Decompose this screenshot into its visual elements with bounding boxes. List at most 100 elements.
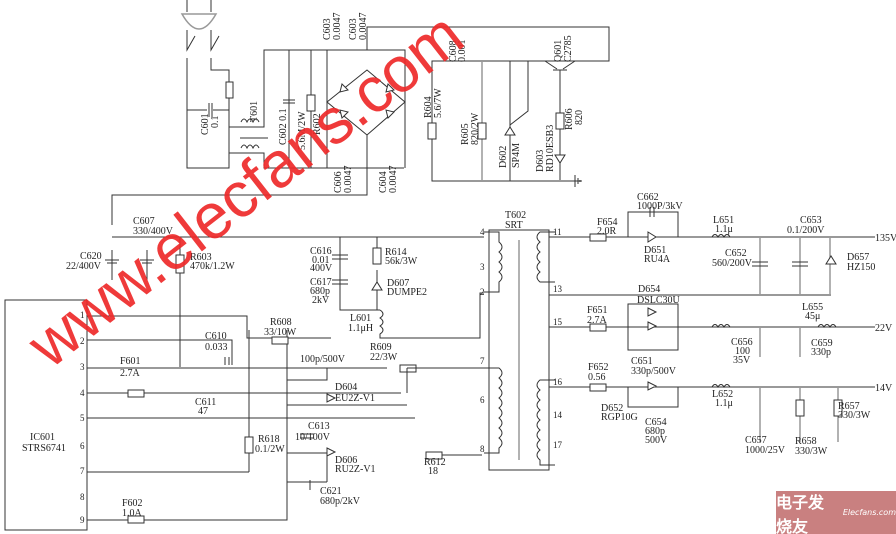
label: C601 [200, 113, 211, 135]
t-pin: 8 [480, 444, 485, 454]
label: 330/3W [795, 446, 828, 457]
label: 5.6M/2W [297, 111, 308, 150]
label: 0.1/2W [255, 444, 285, 455]
ic-pins: 1 2 3 4 5 6 7 8 9 [80, 310, 85, 525]
label: RGP10G [601, 412, 638, 423]
label: D607 [387, 278, 409, 289]
label: 47 [198, 406, 208, 417]
label: L652 [712, 389, 733, 400]
label: F652 [588, 362, 609, 373]
label: R602 [312, 113, 323, 135]
label: C656 [731, 337, 753, 348]
component-labels: C607 330/400V C620 22/400V R603 470k/1.2… [66, 192, 875, 519]
label: L655 [802, 302, 823, 313]
ic-part: STRS6741 [22, 443, 66, 454]
label: 22/400V [66, 261, 102, 272]
t-pin: 15 [553, 317, 563, 327]
ic-pin: 8 [80, 492, 85, 502]
label: 0.56 [588, 372, 606, 383]
ic-pin: 2 [80, 336, 85, 346]
label: 0.001 [457, 40, 468, 63]
label: DUMPE2 [387, 287, 427, 298]
label: C610 [205, 331, 227, 342]
label: 18 [428, 466, 438, 477]
label: C653 [800, 215, 822, 226]
label: C621 [320, 486, 342, 497]
label: 400V [310, 263, 333, 274]
label: 330p/500V [631, 366, 677, 377]
label: EU2Z-V1 [335, 393, 375, 404]
label: F601 [120, 356, 141, 367]
ic-pin: 5 [80, 413, 85, 423]
label: R609 [370, 342, 392, 353]
label: 0.0047 [358, 13, 369, 41]
label: 1.0A [122, 508, 143, 519]
logo-cn: 电子发烧友 [776, 492, 825, 534]
output-22v: 22V [875, 323, 893, 334]
label: 820 [574, 110, 585, 125]
label: 330p [811, 347, 831, 358]
label: C617 [310, 277, 332, 288]
label: 0.1 [210, 116, 221, 129]
ac-plug-icon [180, 13, 218, 30]
label: D652 [601, 403, 623, 414]
label: 0.0047 [343, 166, 354, 194]
label: C607 [133, 216, 155, 227]
t-pin: 11 [553, 227, 562, 237]
label: D604 [335, 382, 357, 393]
label: C608 [448, 40, 459, 62]
label: F651 [587, 305, 608, 316]
label: 2.7A [120, 368, 141, 379]
t602-ref: T602 [505, 210, 526, 221]
label: 1000/25V [745, 445, 786, 456]
label: 33/10W [264, 327, 297, 338]
label: C613 [308, 421, 330, 432]
label: F654 [597, 217, 618, 228]
label: C603 [322, 18, 333, 40]
ic-pin: 7 [80, 466, 85, 476]
label: 0.033 [205, 342, 228, 353]
label: R657 [838, 401, 860, 412]
secondary-wiring [549, 207, 875, 442]
label: 680p [645, 426, 665, 437]
label: D606 [335, 455, 357, 466]
label: L651 [713, 215, 734, 226]
logo-en: Elecfans.com [842, 508, 896, 517]
label: 100 [735, 346, 750, 357]
t-pin: 3 [480, 262, 485, 272]
standby-wiring [427, 60, 582, 187]
label: 1.1μ [715, 224, 733, 235]
label: 330/400V [133, 226, 174, 237]
label: C616 [310, 246, 332, 257]
t-pin: 7 [480, 356, 485, 366]
fuse-icon [225, 81, 234, 99]
label: 56k/3W [385, 256, 418, 267]
label: R603 [190, 252, 212, 263]
t602-part: SRT [505, 220, 523, 231]
ic-pin: 4 [80, 388, 85, 398]
label: D602 [498, 146, 509, 168]
label: 5.6/7W [433, 88, 444, 118]
watermark: www.elecfans.com [14, 0, 477, 382]
label: L601 [350, 313, 371, 324]
label: 1.1μ [715, 398, 733, 409]
label: 0.01 [312, 255, 330, 266]
label: 330/3W [838, 410, 871, 421]
label: R605 [460, 123, 471, 145]
output-135v: 135V [875, 233, 896, 244]
label: 2kV [312, 295, 330, 306]
label: 22/3W [370, 352, 398, 363]
label: R618 [258, 434, 280, 445]
label: 10/100V [295, 432, 331, 443]
t-pin: 4 [480, 227, 485, 237]
t-pin: 13 [553, 284, 563, 294]
ic-pin: 3 [80, 362, 85, 372]
label: RU2Z-V1 [335, 464, 376, 475]
label: C662 [637, 192, 659, 203]
label: C654 [645, 417, 667, 428]
label: 470k/1.2W [190, 261, 235, 272]
label: 0.0047 [388, 166, 399, 194]
label: 2.0R [597, 226, 617, 237]
